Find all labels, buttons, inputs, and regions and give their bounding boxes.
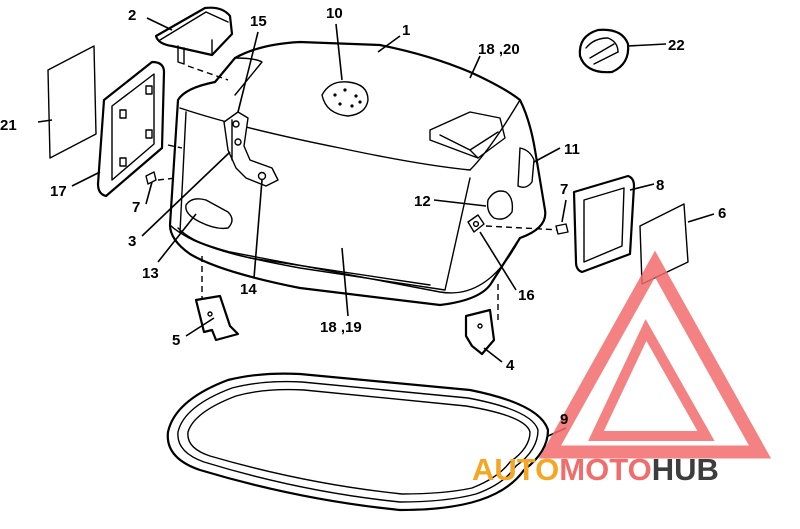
sound-insulation-side (517, 147, 535, 189)
screw-left (145, 171, 177, 185)
decal-left (47, 45, 97, 159)
mounting-bracket-front (194, 256, 240, 342)
retaining-clip (578, 28, 630, 74)
grommet (467, 214, 561, 233)
side-panel-frame-left (96, 60, 183, 198)
latch-bracket (223, 111, 279, 187)
callout-15: 15 (250, 13, 267, 30)
sound-insulation-top (321, 81, 369, 117)
watermark: AUTOMOTOHUB (472, 250, 772, 487)
callout-1: 1 (402, 22, 410, 39)
callout-labels: 2 1 18 ,20 10 15 21 17 7 3 13 14 18 ,19 … (0, 5, 726, 428)
callout-7-left: 7 (132, 199, 140, 216)
callout-18-19: 18 ,19 (320, 319, 362, 336)
callout-5: 5 (172, 332, 180, 349)
sound-insulation-rear (486, 190, 514, 220)
callout-9: 9 (560, 411, 568, 428)
callout-12: 12 (414, 193, 431, 210)
watermark-logo: AUTOMOTOHUB (472, 452, 719, 487)
callout-6: 6 (718, 205, 726, 222)
screw-right (555, 223, 569, 235)
callout-11: 11 (564, 141, 580, 158)
callout-14: 14 (240, 281, 257, 298)
callout-10: 10 (326, 5, 343, 22)
leader-lines (37, 17, 715, 437)
callout-17: 17 (50, 183, 67, 200)
callout-2: 2 (128, 7, 136, 24)
callout-4: 4 (506, 357, 515, 374)
callout-22: 22 (668, 37, 685, 54)
handle-cap (154, 6, 234, 81)
watermark-logo-inner-triangle (588, 319, 715, 441)
callout-7-right: 7 (560, 181, 568, 198)
mounting-bracket-rear (464, 284, 499, 356)
callout-3: 3 (128, 233, 136, 250)
side-panel-frame-right (572, 174, 636, 274)
callout-16: 16 (518, 287, 535, 304)
cowl-seal (166, 372, 550, 512)
watermark-logo-outer-triangle (538, 250, 772, 459)
callout-13: 13 (142, 265, 159, 282)
callout-8: 8 (656, 177, 664, 194)
callout-18-20: 18 ,20 (478, 41, 520, 58)
motor-cover-top (168, 40, 547, 307)
callout-21: 21 (0, 117, 17, 134)
